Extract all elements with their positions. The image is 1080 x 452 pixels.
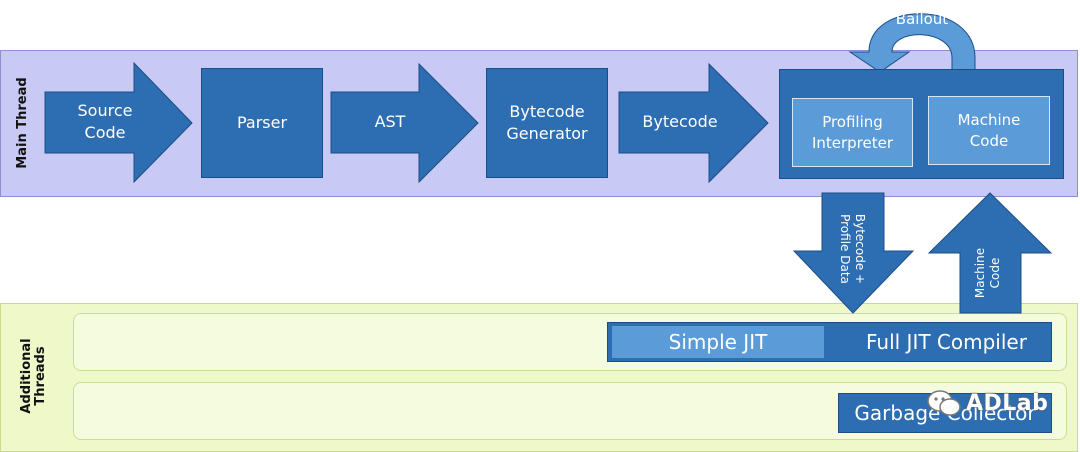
profiling-interpreter-label: Profiling Interpreter: [811, 112, 894, 152]
simple-jit-label: Simple JIT: [668, 330, 768, 354]
ast-label: AST: [374, 112, 406, 131]
bytecode-profile-down-arrow: [792, 192, 915, 314]
full-jit-compiler-label: Full JIT Compiler: [866, 330, 1027, 354]
machine-code-transfer-line2: Code: [988, 257, 1002, 289]
source-code-label: Source Code: [77, 101, 133, 142]
bailout-label: Bailout: [895, 10, 949, 28]
bytecode-generator-label: Bytecode Generator: [506, 102, 588, 143]
bytecode-arrow: [618, 62, 769, 184]
machine-code-up-arrow: [927, 192, 1053, 314]
bytecode-generator-box: Bytecode Generator: [486, 68, 608, 178]
source-code-arrow: [44, 61, 193, 184]
ast-arrow: [330, 62, 479, 184]
bytecode-label: Bytecode: [642, 112, 718, 131]
machine-code-label: Machine Code: [957, 110, 1021, 150]
parser-label: Parser: [236, 113, 288, 132]
simple-jit-box: Simple JIT: [612, 326, 824, 358]
wechat-icon: [926, 388, 962, 418]
parser-box: Parser: [201, 68, 323, 178]
profiling-interpreter-box: Profiling Interpreter: [792, 98, 913, 167]
bytecode-profile-line1: Bytecode +: [853, 213, 867, 285]
watermark-text: ADLab: [966, 390, 1049, 416]
machine-code-box: Machine Code: [928, 96, 1050, 165]
machine-code-transfer-line1: Machine: [973, 247, 987, 299]
bailout-arrow: [848, 13, 976, 99]
bytecode-profile-label: Bytecode + Profile Data: [833, 199, 867, 299]
machine-code-transfer-label: Machine Code: [973, 223, 1007, 323]
watermark: ADLab: [926, 388, 1048, 418]
bytecode-profile-line2: Profile Data: [838, 214, 852, 284]
